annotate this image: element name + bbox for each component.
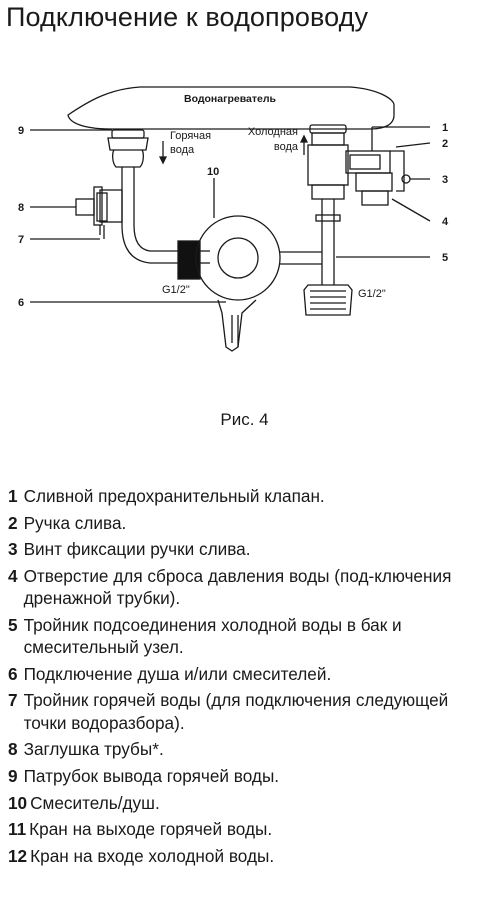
legend-text: Тройник подсоединения холодной воды в ба…: [23, 614, 402, 658]
black-coupling: [177, 240, 201, 280]
legend-number: 10: [8, 792, 28, 813]
legend-text: Кран на входе холодной воды.: [30, 845, 275, 866]
legend-number: 12: [8, 845, 28, 866]
thread-label-left: G1/2": [162, 284, 190, 296]
flow-arrows: [158, 134, 309, 165]
callout-2: 2: [442, 138, 448, 150]
callout-9: 9: [18, 125, 24, 137]
legend-number: 3: [8, 539, 18, 560]
legend-number: 2: [8, 512, 18, 533]
callout-8: 8: [18, 202, 24, 214]
legend-text: Смеситель/душ.: [30, 792, 160, 813]
legend-number: 6: [8, 663, 18, 684]
connection-diagram: Водонагреватель: [18, 86, 449, 352]
legend-number: 8: [8, 739, 18, 760]
hot-water-tee-and-plug: [75, 186, 123, 239]
figure-caption: Рис. 4: [220, 410, 269, 429]
cold-water-label-1: Холодная: [248, 126, 298, 138]
legend-text: Ручка слива.: [23, 512, 127, 533]
thread-label-right: G1/2": [358, 288, 386, 300]
cold-water-assembly: [303, 124, 411, 316]
callout-leaders: [30, 126, 431, 303]
legend-text: Подключение душа и/или смесителей.: [23, 663, 332, 684]
cold-water-label-2: вода: [274, 141, 299, 153]
legend-text: Винт фиксации ручки слива.: [23, 539, 251, 560]
legend-text: Тройник горячей воды (для подключения сл…: [23, 690, 449, 733]
callout-5: 5: [442, 252, 448, 264]
callout-10: 10: [207, 166, 219, 178]
legend-number: 9: [8, 765, 18, 786]
legend-text: Отверстие для сброса давления воды (под-…: [23, 565, 452, 609]
heater-label: Водонагреватель: [184, 93, 277, 105]
legend-number: 11: [8, 819, 27, 840]
callout-6: 6: [18, 297, 24, 309]
legend-number: 7: [8, 690, 18, 711]
legend-number: 4: [8, 565, 18, 586]
hot-water-outlet: [107, 129, 178, 264]
legend-text: Сливной предохранительный клапан.: [23, 486, 325, 506]
page-title: Подключение к водопроводу: [6, 2, 369, 32]
legend-number: 5: [8, 614, 18, 635]
callout-4: 4: [442, 216, 449, 228]
mixer-body: [195, 215, 322, 352]
hot-water-label-1: Горячая: [170, 130, 211, 142]
callout-3: 3: [442, 174, 448, 186]
legend-number: 1: [8, 486, 18, 506]
callout-1: 1: [442, 122, 448, 134]
legend-text: Заглушка трубы*.: [23, 739, 164, 760]
hot-water-label-2: вода: [170, 144, 195, 156]
legend-text: Патрубок вывода горячей воды.: [23, 765, 280, 786]
callout-7: 7: [18, 234, 24, 246]
water-heater-tank: [67, 86, 395, 130]
legend-text: Кран на выходе горячей воды.: [29, 819, 273, 840]
